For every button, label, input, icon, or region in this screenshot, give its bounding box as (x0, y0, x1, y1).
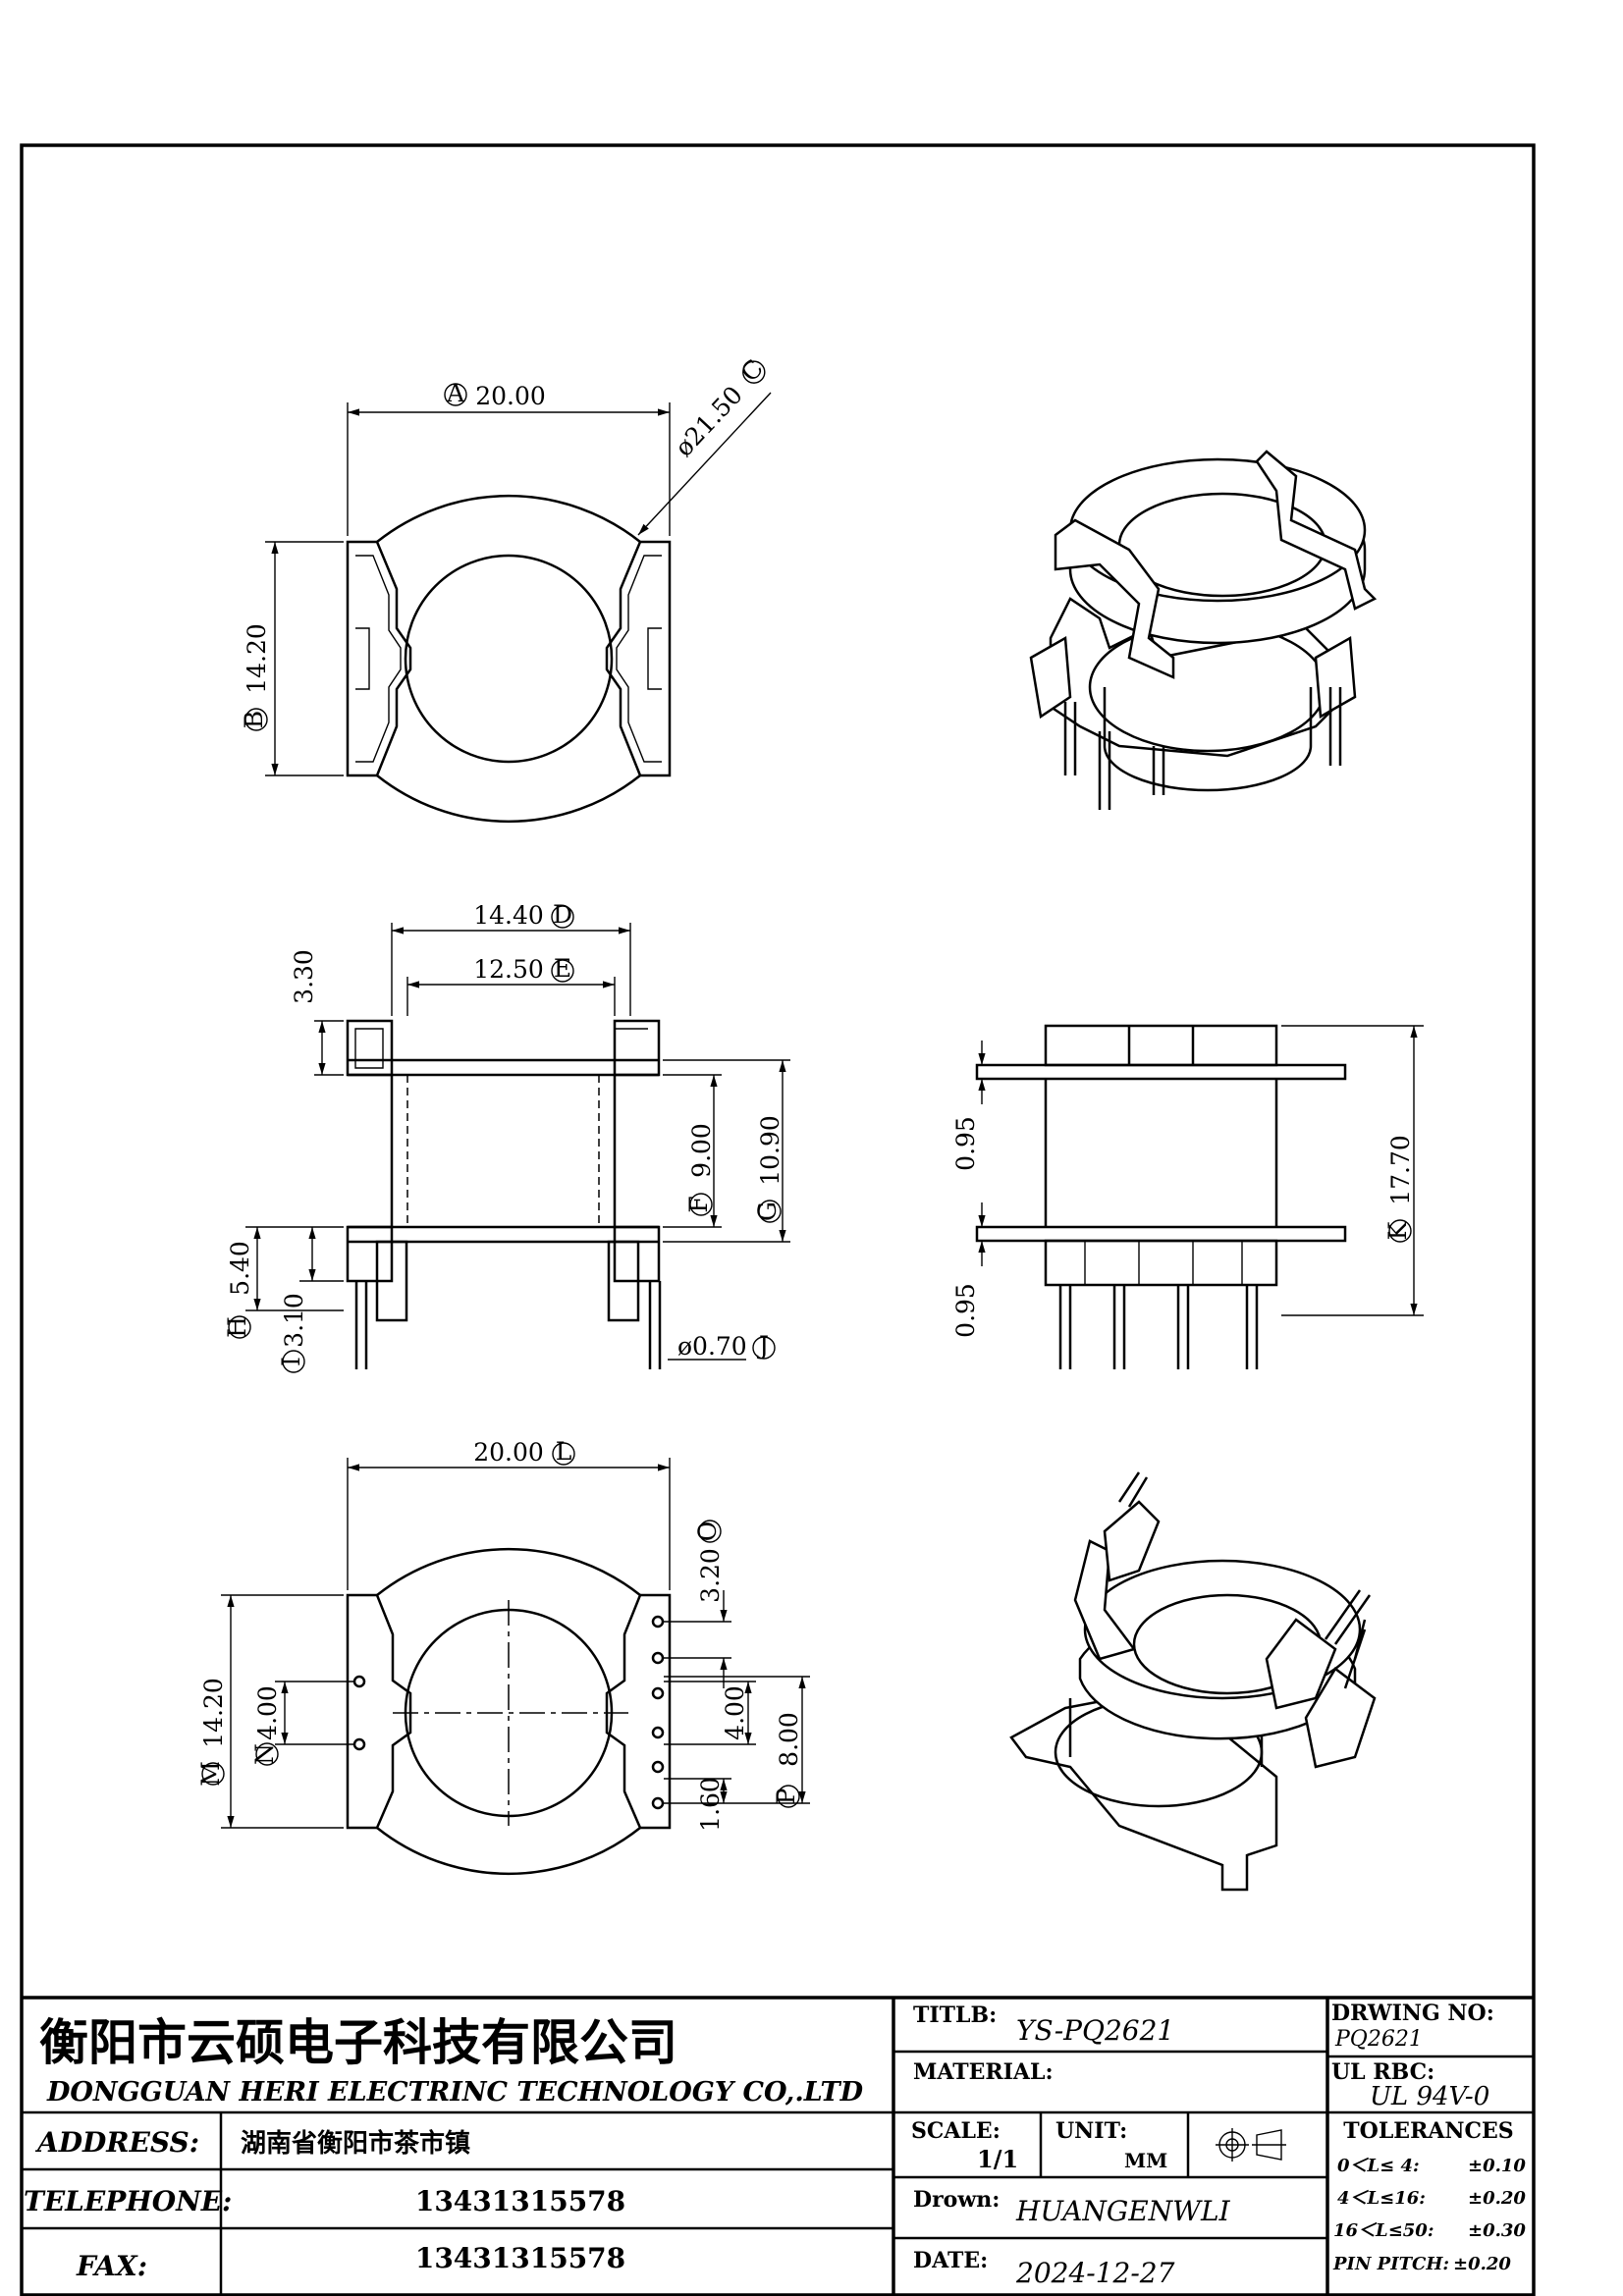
dim-tag-f: F (684, 1196, 713, 1212)
dim-tag-c: C (735, 354, 769, 388)
dim-k: 17.70 (1386, 1135, 1415, 1205)
dim-tag-i: I (277, 1357, 305, 1366)
tolerance-range: 0＜L≤ 4: (1337, 2156, 1420, 2176)
dim-tag-p: P (772, 1789, 800, 1805)
dim-r: 1.60 (696, 1777, 725, 1832)
top-view: A 20.00 14.20 B ø21.50 C (240, 354, 772, 824)
tolerance-range: PIN PITCH: (1332, 2254, 1449, 2274)
dim-t1: 0.95 (951, 1116, 980, 1171)
tolerance-value: ±0.30 (1468, 2220, 1526, 2241)
projection-symbol-icon (1216, 2128, 1286, 2162)
ul-label: UL RBC: (1331, 2059, 1434, 2085)
dim-o: 3.20 (696, 1548, 725, 1603)
tolerance-range: 16＜L≤50: (1333, 2220, 1434, 2241)
dim-tag-l: L (556, 1437, 572, 1466)
dim-tag-d: D (553, 900, 572, 929)
tolerances-label: TOLERANCES (1343, 2118, 1513, 2144)
drawn-value: HUANGENWLI (1015, 2195, 1231, 2227)
dim-p: 8.00 (775, 1712, 803, 1767)
dim-tag-g: G (753, 1201, 782, 1221)
tolerance-value: ±0.20 (1453, 2254, 1511, 2274)
tolerances-list: 0＜L≤ 4: ±0.10 4＜L≤16: ±0.20 16＜L≤50: ±0.… (1332, 2156, 1526, 2274)
dim-m: 14.20 (199, 1678, 228, 1748)
dim-tag-m: M (196, 1761, 225, 1787)
address-value: 湖南省衡阳市茶市镇 (241, 2128, 470, 2159)
dim-l: 20.00 (473, 1438, 544, 1467)
front-view: 14.40 D 12.50 E 3.30 9.00 F 10.90 (223, 900, 790, 1373)
dim-d: 14.40 (473, 901, 544, 930)
dim-e: 12.50 (473, 955, 544, 984)
dim-tag-a: A (446, 379, 465, 407)
dim-tag-b: B (240, 711, 268, 728)
fax-value: 13431315578 (415, 2242, 625, 2274)
bottom-view: 20.00 L 14.20 M 4.00 N 3.20 O (196, 1437, 810, 1876)
date-value: 2024-12-27 (1015, 2257, 1175, 2289)
dim-j: ø0.70 (677, 1332, 747, 1361)
dim-b: 14.20 (243, 623, 271, 694)
dim-f: 9.00 (687, 1123, 716, 1178)
dim-tag-h: H (223, 1316, 251, 1338)
dim-h: 5.40 (226, 1241, 254, 1296)
isometric-view-top (1029, 450, 1378, 810)
dim-s: 3.30 (290, 949, 318, 1004)
dim-tag-j: J (756, 1331, 769, 1360)
tolerance-range: 4＜L≤16: (1337, 2188, 1426, 2209)
side-view: 17.70 K 0.95 0.95 (951, 1024, 1424, 1369)
dim-tag-n: N (250, 1743, 279, 1765)
material-label: MATERIAL: (913, 2059, 1054, 2085)
unit-label: UNIT: (1055, 2118, 1127, 2144)
address-label: ADDRESS: (34, 2126, 199, 2159)
dim-c: ø21.50 (670, 381, 748, 462)
dim-a: 20.00 (475, 382, 546, 410)
title-block: 衡阳市云硕电子科技有限公司 DONGGUAN HERI ELECTRINC TE… (22, 1996, 1534, 2295)
unit-value: MM (1124, 2149, 1167, 2172)
telephone-label: TELEPHONE: (24, 2185, 232, 2217)
scale-value: 1/1 (977, 2145, 1018, 2173)
dim-g: 10.90 (756, 1115, 784, 1186)
dim-tag-o: O (693, 1522, 722, 1542)
telephone-value: 13431315578 (415, 2185, 625, 2217)
scale-label: SCALE: (911, 2118, 1001, 2144)
dim-i: 3.10 (280, 1293, 308, 1348)
dim-tag-e: E (554, 954, 571, 983)
title-label: TITLB: (913, 2002, 997, 2028)
drawing-border (20, 143, 1536, 2296)
drawing-no-label: DRWING NO: (1331, 2001, 1494, 2026)
title-value: YS-PQ2621 (1016, 2014, 1174, 2047)
drawn-label: Drown: (913, 2187, 1000, 2213)
company-name-cn: 衡阳市云硕电子科技有限公司 (39, 2014, 677, 2071)
company-name-en: DONGGUAN HERI ELECTRINC TECHNOLOGY CO,.L… (46, 2077, 864, 2108)
drawing-no-value: PQ2621 (1334, 2027, 1423, 2052)
dim-t2: 0.95 (951, 1283, 980, 1338)
ul-value: UL 94V-0 (1370, 2082, 1489, 2111)
dim-n: 4.00 (253, 1685, 282, 1740)
dim-tag-k: K (1383, 1220, 1412, 1240)
fax-label: FAX: (76, 2250, 147, 2282)
date-label: DATE: (913, 2248, 988, 2273)
tolerance-value: ±0.20 (1468, 2188, 1526, 2209)
isometric-view-bottom (1009, 1471, 1377, 1892)
dim-q: 4.00 (721, 1685, 749, 1740)
tolerance-value: ±0.10 (1468, 2156, 1526, 2176)
